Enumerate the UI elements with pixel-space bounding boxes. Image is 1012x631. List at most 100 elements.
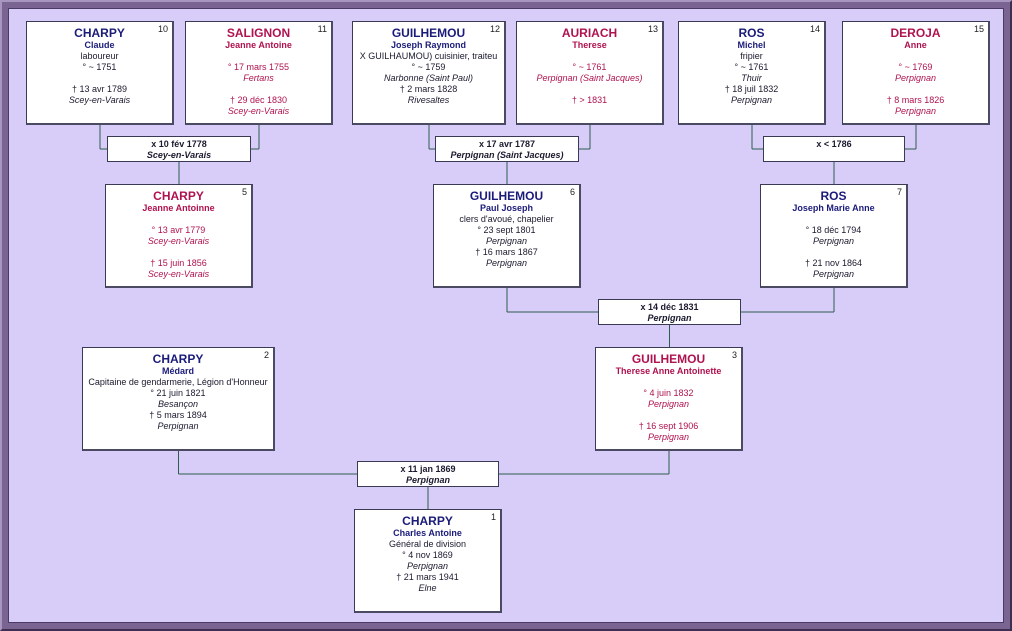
spacer bbox=[517, 51, 662, 62]
birth-place: Fertans bbox=[243, 73, 274, 83]
sosa-number: 10 bbox=[157, 24, 168, 34]
death-date: † 18 juil 1832 bbox=[724, 84, 779, 94]
death-date: † 16 sept 1906 bbox=[638, 421, 699, 431]
spacer bbox=[27, 73, 172, 84]
death-place: Elne bbox=[418, 583, 437, 593]
surname: SALIGNON bbox=[226, 26, 291, 40]
birth-place: Besançon bbox=[157, 399, 199, 409]
spacer bbox=[106, 214, 251, 225]
birth-place: Scey-en-Varais bbox=[147, 236, 210, 246]
sosa-number: 3 bbox=[731, 350, 737, 360]
sosa-number: 6 bbox=[569, 187, 575, 197]
spacer bbox=[843, 84, 988, 95]
spacer bbox=[596, 377, 741, 388]
spacer bbox=[761, 247, 906, 258]
death-date: † > 1831 bbox=[571, 95, 608, 105]
marriage-date: x 17 avr 1787 bbox=[478, 139, 536, 149]
death-date: † 8 mars 1826 bbox=[886, 95, 945, 105]
given-names: Paul Joseph bbox=[479, 203, 533, 213]
birth-date: ° ~ 1751 bbox=[82, 62, 117, 72]
death-place: Scey-en-Varais bbox=[227, 106, 290, 116]
spacer bbox=[761, 214, 906, 225]
death-date: † 21 mars 1941 bbox=[396, 572, 459, 582]
given-names: Jeanne Antoinne bbox=[142, 203, 215, 213]
birth-date: ° 23 sept 1801 bbox=[477, 225, 536, 235]
given-names: Jeanne Antoine bbox=[225, 40, 292, 50]
death-place: Perpignan bbox=[730, 95, 773, 105]
given-names: Anne bbox=[904, 40, 927, 50]
birth-place: Perpignan bbox=[812, 236, 855, 246]
given-names: Michel bbox=[737, 40, 766, 50]
spacer bbox=[596, 410, 741, 421]
spacer bbox=[186, 84, 331, 95]
birth-date: ° 4 juin 1832 bbox=[643, 388, 694, 398]
surname: ROS bbox=[820, 189, 847, 203]
marriage-box-7[interactable]: x < 1786 bbox=[763, 136, 905, 162]
sosa-number: 11 bbox=[317, 24, 327, 34]
occupation: laboureur bbox=[80, 51, 119, 61]
death-date: † 2 mars 1828 bbox=[399, 84, 458, 94]
birth-date: ° 4 nov 1869 bbox=[402, 550, 453, 560]
sosa-number: 1 bbox=[490, 512, 496, 522]
spacer bbox=[843, 51, 988, 62]
death-place: Rivesaltes bbox=[407, 95, 450, 105]
sosa-number: 12 bbox=[489, 24, 500, 34]
death-place: Perpignan bbox=[485, 258, 528, 268]
surname: CHARPY bbox=[74, 26, 125, 40]
marriage-place: Scey-en-Varais bbox=[146, 150, 212, 160]
birth-date: ° ~ 1761 bbox=[734, 62, 769, 72]
surname: AURIACH bbox=[561, 26, 618, 40]
birth-date: ° ~ 1759 bbox=[411, 62, 446, 72]
death-date: † 21 nov 1864 bbox=[804, 258, 863, 268]
death-place: Scey-en-Varais bbox=[68, 95, 131, 105]
marriage-place: Perpignan bbox=[647, 313, 692, 323]
birth-place: Perpignan bbox=[485, 236, 528, 246]
given-names: Therese bbox=[572, 40, 607, 50]
given-names: Claude bbox=[84, 40, 115, 50]
occupation: clers d'avoué, chapelier bbox=[459, 214, 554, 224]
birth-date: ° 17 mars 1755 bbox=[227, 62, 290, 72]
sosa-number: 14 bbox=[809, 24, 820, 34]
marriage-place: Perpignan (Saint Jacques) bbox=[450, 150, 564, 160]
given-names: Charles Antoine bbox=[393, 528, 462, 538]
given-names: Therese Anne Antoinette bbox=[615, 366, 722, 376]
death-date: † 5 mars 1894 bbox=[149, 410, 207, 420]
given-names: Joseph Marie Anne bbox=[792, 203, 875, 213]
surname: GUILHEMOU bbox=[631, 352, 706, 366]
marriage-date: x < 1786 bbox=[816, 139, 852, 149]
death-date: † 16 mars 1867 bbox=[475, 247, 538, 257]
occupation: fripier bbox=[740, 51, 763, 61]
marriage-date: x 14 déc 1831 bbox=[640, 302, 699, 312]
sosa-number: 13 bbox=[647, 24, 658, 34]
marriage-place: Perpignan bbox=[405, 475, 450, 485]
surname: CHARPY bbox=[152, 352, 204, 366]
sosa-number: 15 bbox=[973, 24, 984, 34]
given-names: Médard bbox=[161, 366, 194, 376]
death-place: Perpignan bbox=[894, 106, 937, 116]
death-place: Perpignan bbox=[157, 421, 199, 431]
death-date: † 15 juin 1856 bbox=[150, 258, 207, 268]
occupation: X GUILHAUMOU) cuisinier, traiteu bbox=[359, 51, 498, 61]
birth-place: Thuir bbox=[741, 73, 762, 83]
death-place: Scey-en-Varais bbox=[147, 269, 210, 279]
marriage-date: x 10 fév 1778 bbox=[151, 139, 207, 149]
death-date: † 29 déc 1830 bbox=[229, 95, 288, 105]
birth-place: Perpignan bbox=[647, 399, 690, 409]
